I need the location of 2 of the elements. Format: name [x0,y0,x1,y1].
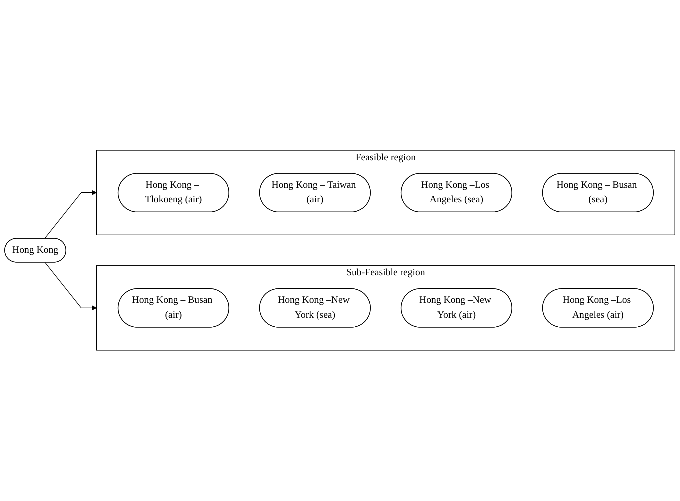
arrow [44,190,98,239]
arrow [44,262,98,311]
